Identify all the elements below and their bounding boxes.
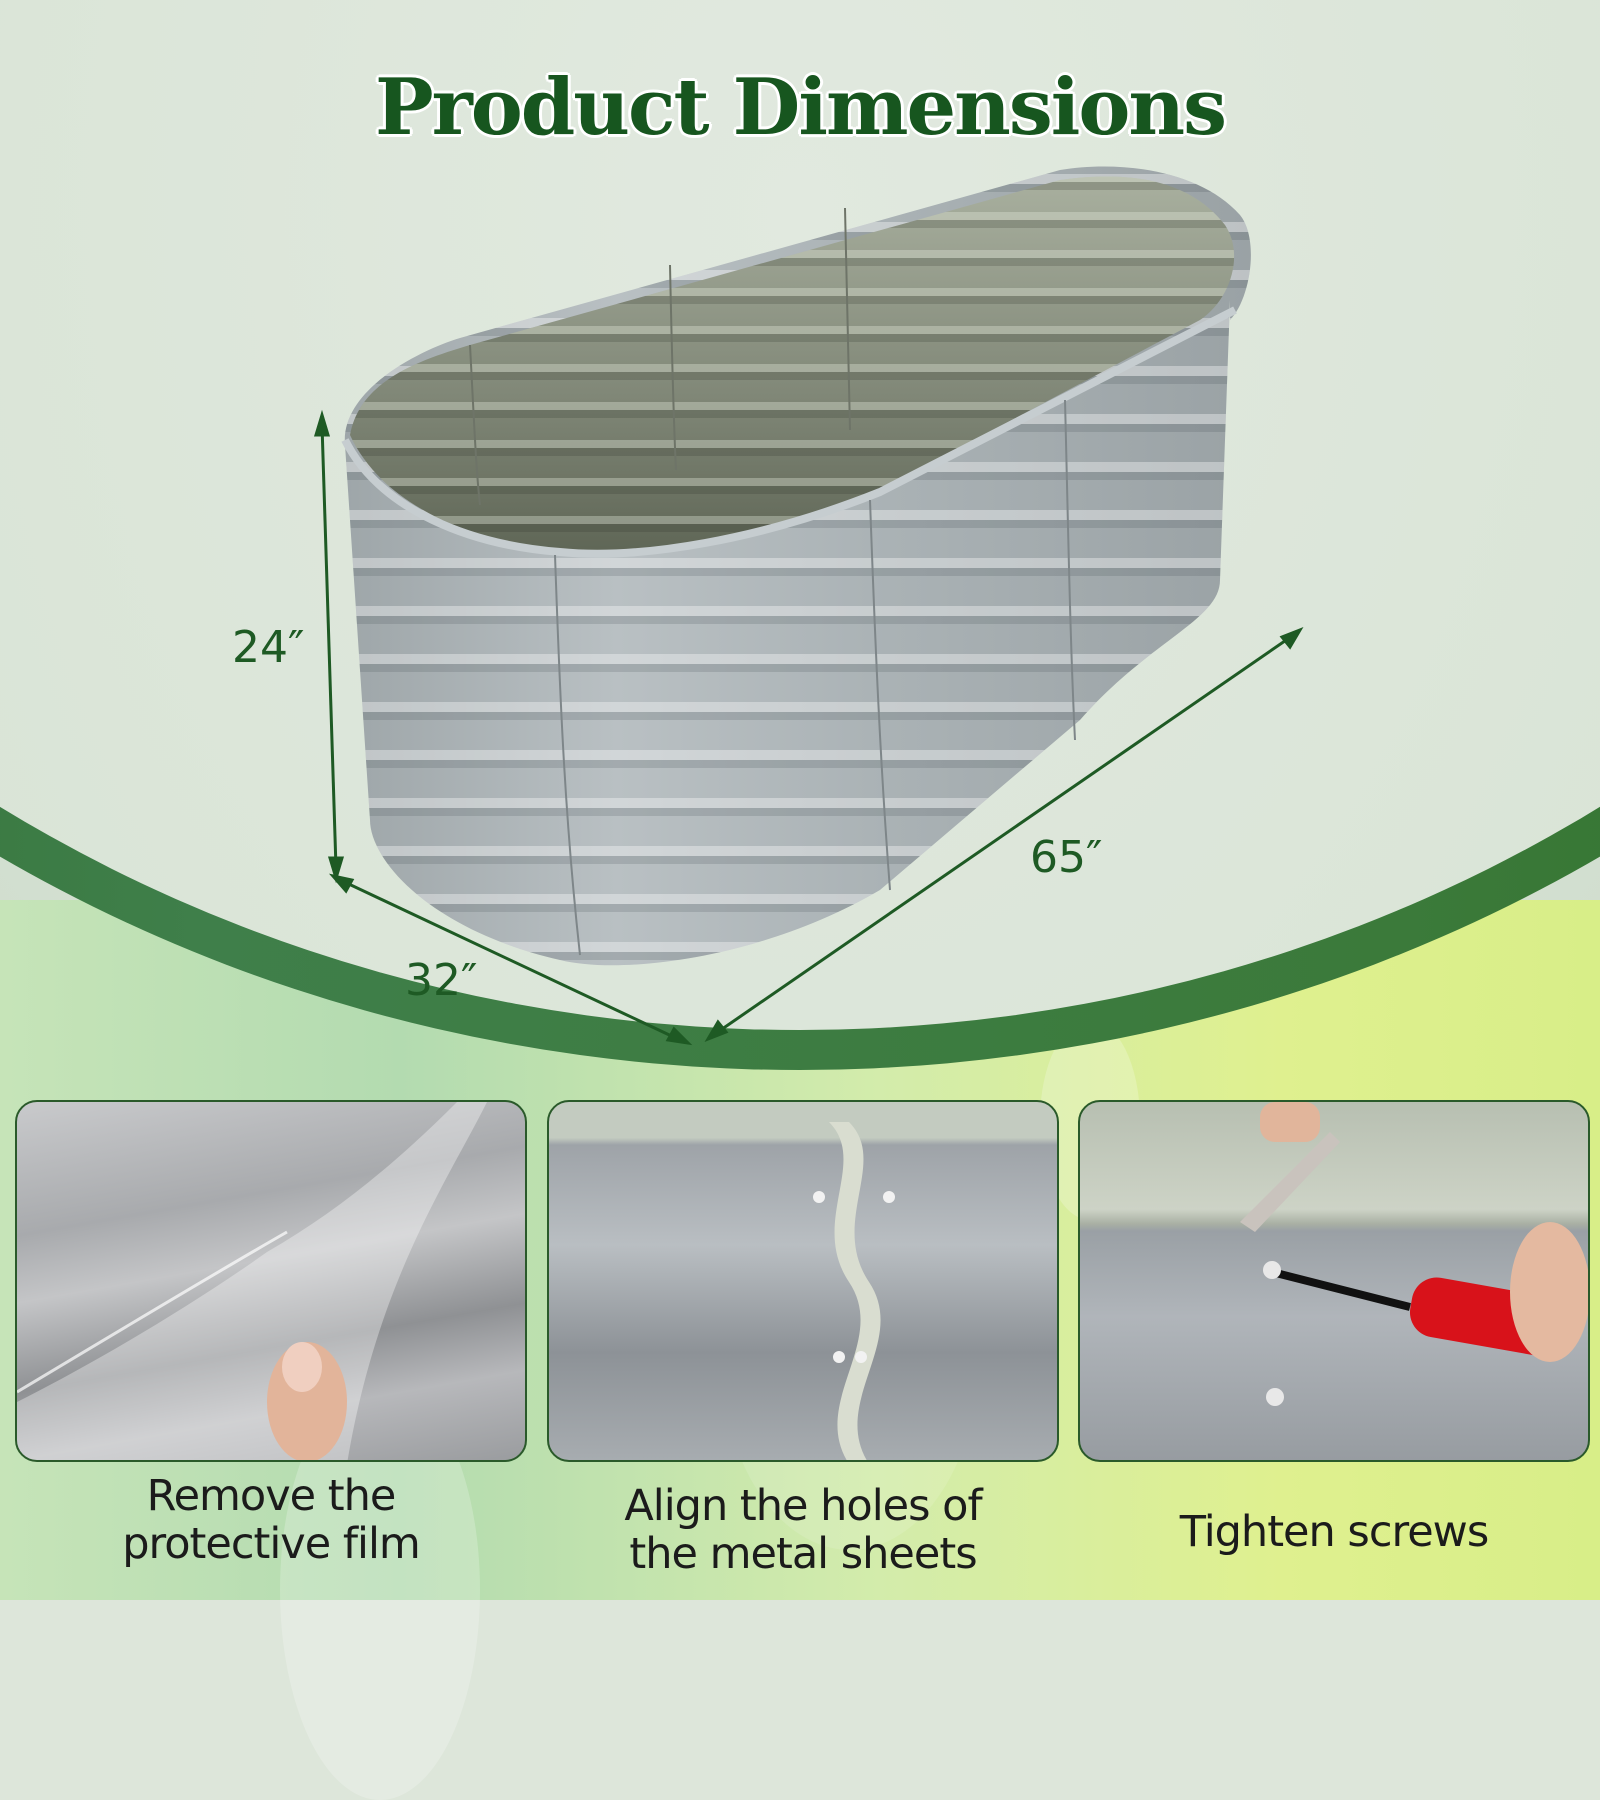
arrow-head-icon bbox=[327, 856, 345, 884]
arrow-head-icon bbox=[704, 1019, 729, 1042]
arrow-head-icon bbox=[313, 409, 331, 437]
planter-body bbox=[341, 166, 1251, 966]
step-image-tighten-screws bbox=[1078, 1100, 1590, 1462]
planter-illustration bbox=[313, 166, 1304, 1046]
tighten-screws-photo bbox=[1240, 1102, 1588, 1406]
screw-icon bbox=[1263, 1261, 1281, 1279]
step-caption-tighten-screws: Tighten screws bbox=[1078, 1508, 1590, 1556]
protective-film-photo bbox=[17, 1102, 487, 1460]
step-image-align-holes bbox=[547, 1100, 1059, 1462]
caption-line: Tighten screws bbox=[1179, 1507, 1489, 1557]
width-arrow-line bbox=[335, 876, 681, 1042]
height-dimension-label: 24″ bbox=[232, 622, 305, 673]
step-caption-remove-film: Remove the protective film bbox=[15, 1472, 527, 1568]
step-caption-align-holes: Align the holes of the metal sheets bbox=[547, 1482, 1059, 1578]
caption-line: Remove the bbox=[146, 1471, 397, 1521]
arrow-head-icon bbox=[665, 1026, 693, 1046]
page-title: Product Dimensions bbox=[374, 62, 1227, 153]
wrench-icon bbox=[1240, 1132, 1340, 1232]
dimension-arrows bbox=[313, 409, 1304, 1046]
height-arrow-line bbox=[320, 424, 338, 869]
caption-line: the metal sheets bbox=[629, 1529, 977, 1579]
arrow-head-icon bbox=[1279, 627, 1304, 650]
screwdriver-shaft bbox=[1271, 1268, 1411, 1311]
width-dimension-label: 32″ bbox=[405, 955, 478, 1006]
align-holes-photo bbox=[813, 1122, 895, 1460]
caption-line: Align the holes of bbox=[624, 1481, 982, 1531]
screw-icon bbox=[1266, 1388, 1284, 1406]
caption-line: protective film bbox=[122, 1519, 421, 1569]
length-dimension-label: 65″ bbox=[1030, 832, 1103, 883]
step-image-remove-film bbox=[15, 1100, 527, 1462]
length-arrow-line bbox=[711, 632, 1296, 1038]
arrow-head-icon bbox=[328, 873, 355, 894]
